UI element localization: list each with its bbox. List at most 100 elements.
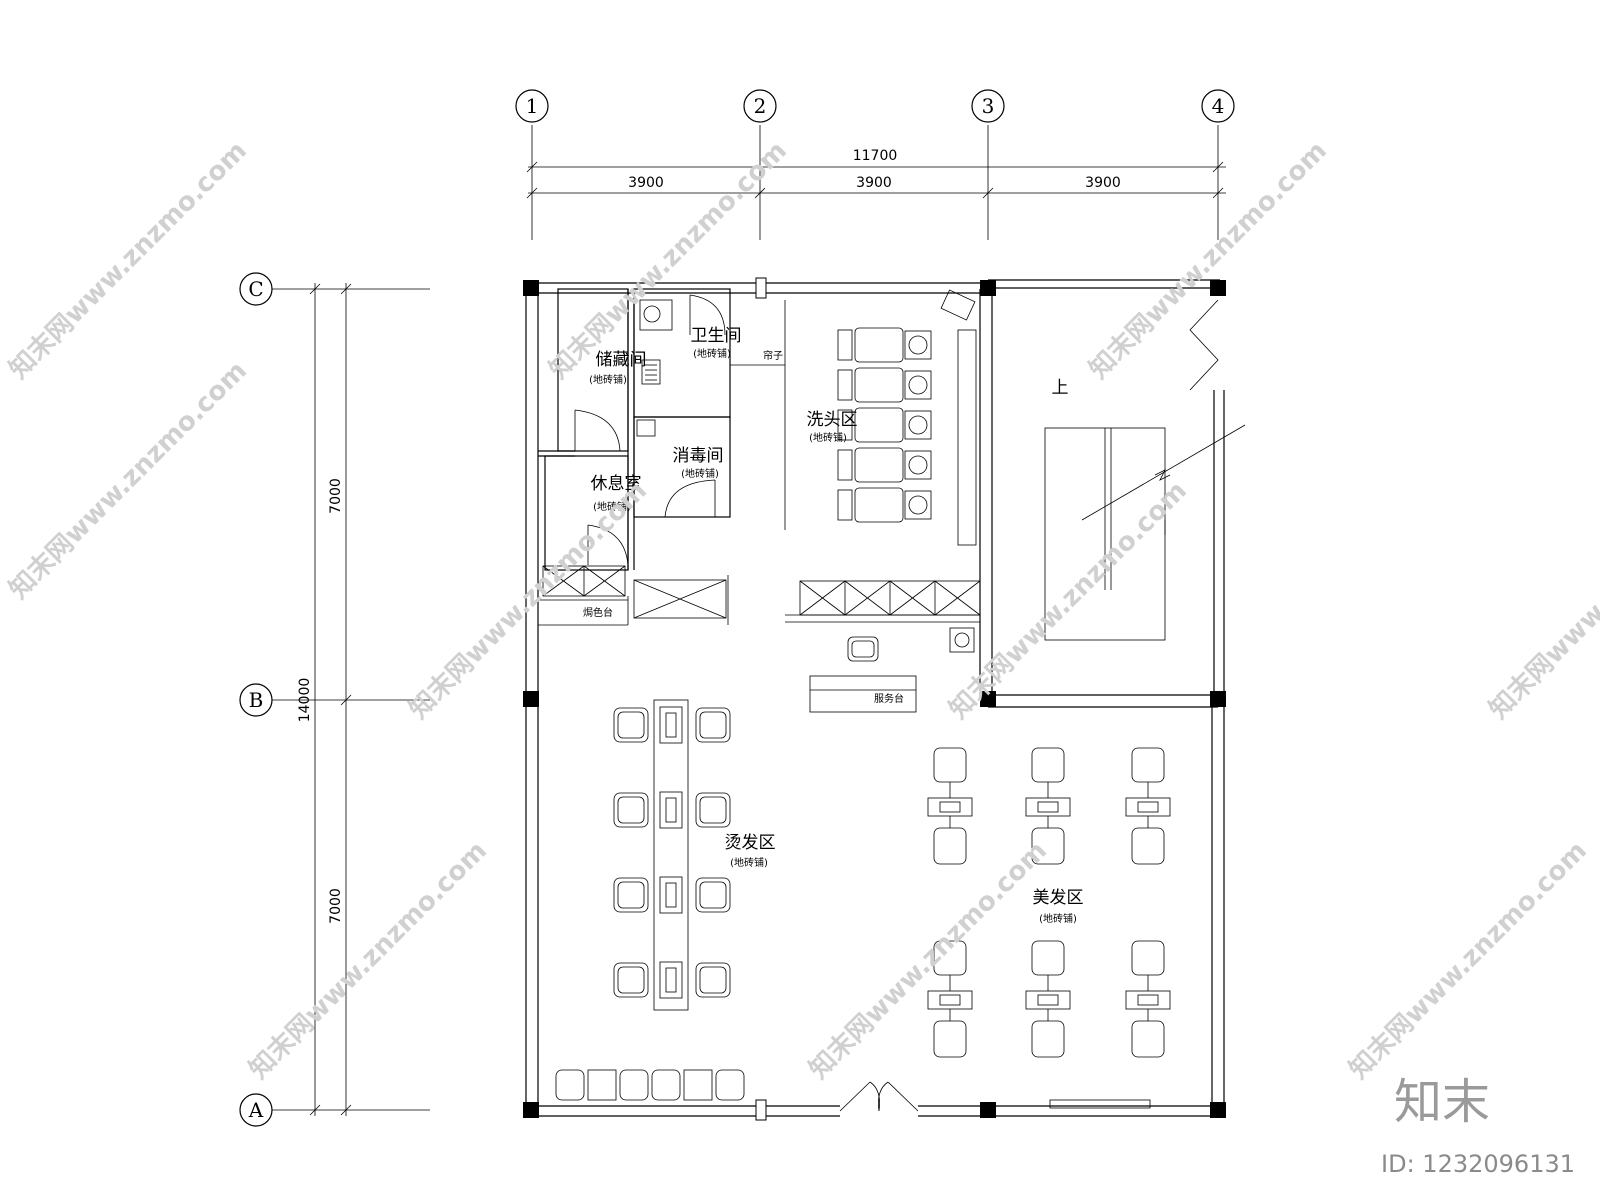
styling-station <box>1025 747 1071 865</box>
room-floor-disinfection: (地砖铺) <box>681 467 719 480</box>
wash-chair-foot <box>837 329 853 361</box>
styling-mirror-desk <box>1125 797 1171 817</box>
perm-area <box>613 699 731 1011</box>
perm-mirror <box>665 967 677 993</box>
waiting-chair <box>555 1069 585 1101</box>
brand-logo: 知末 <box>1394 1074 1490 1130</box>
styling-desk-top <box>1137 801 1159 813</box>
row-axis-b: B <box>239 683 430 717</box>
perm-station <box>659 961 683 999</box>
wash-chair-unit <box>837 327 932 363</box>
styling-mirror-desk <box>1125 990 1171 1010</box>
wash-chair-unit <box>837 447 932 483</box>
perm-mirror <box>665 712 677 738</box>
perm-chair <box>695 962 731 998</box>
structural-columns <box>523 277 1226 1121</box>
row-axis-a: A <box>239 1093 430 1127</box>
row-axis-label: B <box>249 688 264 712</box>
styling-station <box>927 747 973 865</box>
watermark-text: 知末网www.znzmo.com <box>244 836 493 1085</box>
dimension-bay-depth: 7000 <box>328 478 344 514</box>
service-desk-label: 服务台 <box>874 692 904 705</box>
styling-desk-top <box>1137 994 1159 1006</box>
wash-chair-foot <box>837 489 853 521</box>
room-floor-storage: (地砖铺) <box>589 373 627 386</box>
perm-mirror <box>665 797 677 823</box>
wash-chair-foot <box>837 369 853 401</box>
wash-chair-unit <box>837 487 932 523</box>
perm-chair <box>695 792 731 828</box>
perm-chair <box>695 707 731 743</box>
wash-basin-bowl <box>908 455 928 475</box>
perm-chair-seat <box>617 711 645 739</box>
column-axis-label: 2 <box>754 94 767 118</box>
styling-station <box>1125 940 1171 1058</box>
styling-station <box>1125 747 1171 865</box>
perm-mirror <box>665 882 677 908</box>
wash-chair-foot <box>837 409 853 441</box>
waiting-chair <box>715 1069 745 1101</box>
dye-counter-label: 焗色台 <box>583 606 613 619</box>
wash-basin <box>904 330 932 360</box>
perm-chair-seat <box>699 796 727 824</box>
room-name-storage: 储藏间 <box>596 350 647 370</box>
styling-area <box>927 747 1171 1058</box>
perm-chair <box>613 877 649 913</box>
perm-chair-seat <box>699 711 727 739</box>
room-name-disinfection: 消毒间 <box>673 446 724 466</box>
waiting-chair <box>651 1069 681 1101</box>
styling-mirror-desk <box>1025 797 1071 817</box>
wash-chair-unit <box>837 367 932 403</box>
wash-basin <box>904 370 932 400</box>
wash-basin <box>904 490 932 520</box>
perm-chair-seat <box>617 966 645 994</box>
styling-chair <box>933 747 967 783</box>
room-name-styling-area: 美发区 <box>1033 888 1084 908</box>
column-axis-1: 1 <box>515 89 549 240</box>
styling-station <box>927 940 973 1058</box>
perm-chair <box>613 707 649 743</box>
styling-desk-top <box>1037 801 1059 813</box>
watermark-text: 知末网www.znzmo.com <box>1484 476 1600 725</box>
styling-chair <box>1131 827 1165 865</box>
styling-chair <box>1031 1020 1065 1058</box>
perm-chair-seat <box>617 796 645 824</box>
styling-desk-top <box>1037 994 1059 1006</box>
room-name-wash-area: 洗头区 <box>807 410 858 430</box>
column-axis-label: 1 <box>526 94 539 118</box>
styling-chair <box>1031 747 1065 783</box>
column-axis-label: 4 <box>1212 94 1225 118</box>
perm-station <box>659 876 683 914</box>
wash-chair <box>854 487 904 523</box>
row-axis-c: C <box>239 272 430 306</box>
dimension-total-depth: 14000 <box>297 678 313 723</box>
watermark-text: 知末网www.znzmo.com <box>4 356 253 605</box>
window-sill <box>1049 1099 1151 1109</box>
dimension-bay-width: 3900 <box>856 175 892 191</box>
staircase <box>1044 424 1246 641</box>
room-floor-restroom: (地砖铺) <box>693 347 731 360</box>
dimension-bay-depth: 7000 <box>328 888 344 924</box>
styling-desk-top <box>939 801 961 813</box>
room-labels: 储藏间 (地砖铺) 卫生间 (地砖铺) 帘子 消毒间 (地砖铺) 休息室 (地砖… <box>583 326 1084 925</box>
wash-chair <box>854 327 904 363</box>
styling-mirror-desk <box>1025 990 1071 1010</box>
stair-up-label: 上 <box>1052 378 1069 398</box>
perm-chair <box>613 962 649 998</box>
room-floor-wash-area: (地砖铺) <box>809 431 847 444</box>
watermark-text: 知末网www.znzmo.com <box>4 136 253 385</box>
stair-door <box>1189 299 1219 391</box>
side-table <box>683 1069 713 1101</box>
wash-basin <box>904 450 932 480</box>
styling-chair <box>1031 940 1065 976</box>
watermark-text: 知末网www.znzmo.com <box>544 136 793 385</box>
styling-chair <box>933 827 967 865</box>
styling-desk-top <box>939 994 961 1006</box>
wash-chair-foot <box>837 449 853 481</box>
styling-chair <box>1131 940 1165 976</box>
perm-chair-seat <box>699 966 727 994</box>
room-name-lounge: 休息室 <box>591 474 642 494</box>
wash-chair <box>854 367 904 403</box>
wash-chair <box>854 407 904 443</box>
